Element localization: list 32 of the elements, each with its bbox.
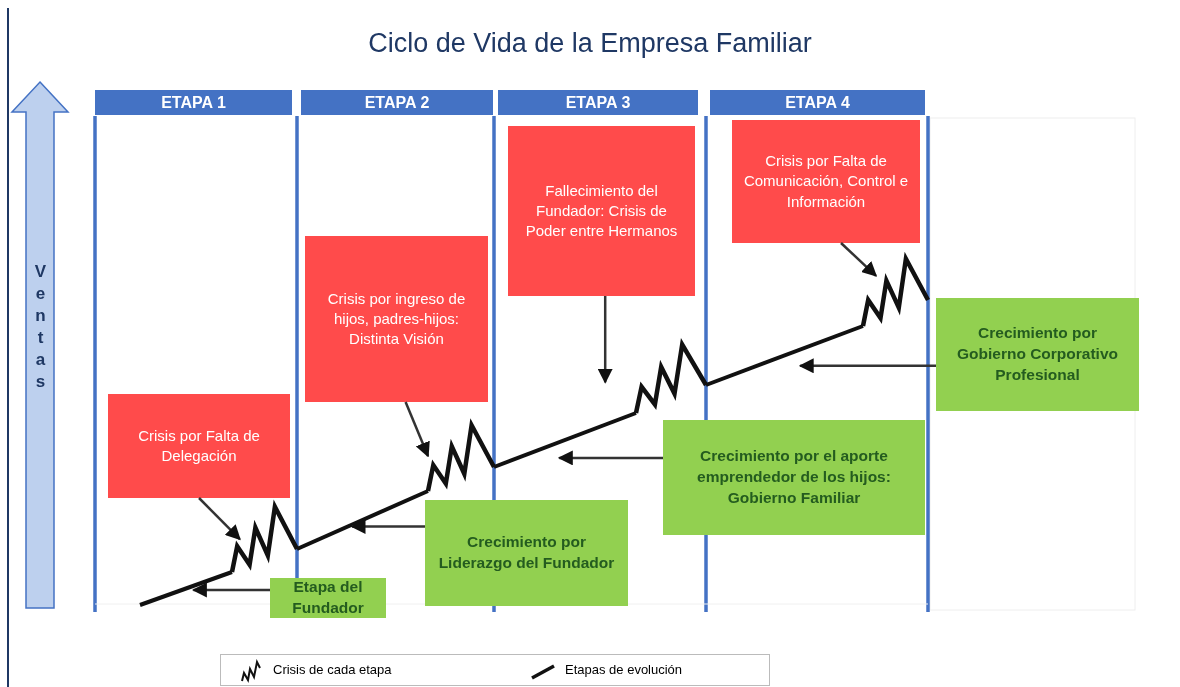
crisis-zigzag [860,251,930,327]
crisis-zigzag [633,337,708,414]
growth-line [296,489,429,551]
growth-box: Etapa del Fundador [270,578,386,618]
growth-line [705,324,864,387]
crisis-box: Fallecimiento del Fundador: Crisis de Poder entre Hermanos [508,126,695,296]
crisis-box: Crisis por ingreso de hijos, padres-hijos: Distinta Visión [305,236,488,402]
legend-label: Crisis de cada etapa [273,662,392,677]
crisis-box: Crisis por Falta de Comunicación, Control e Información [732,120,920,243]
arrow [404,401,430,458]
arrow [597,296,613,384]
arrow [798,358,936,374]
stage-header: ETAPA 4 [710,90,925,115]
crisis-zigzag [229,499,299,573]
stage-header: ETAPA 1 [95,90,292,115]
arrow [191,582,270,598]
legend-label: Etapas de evolución [565,662,683,677]
arrow [840,242,878,277]
growth-box: Crecimiento por Gobierno Corporativo Profesional [936,298,1139,411]
title: Ciclo de Vida de la Empresa Familiar [367,28,813,59]
growth-line [493,411,637,469]
arrow [198,497,241,541]
stage-header: ETAPA 2 [301,90,493,115]
stage-header: ETAPA 3 [498,90,698,115]
arrow [350,519,425,534]
crisis-zigzag [425,418,496,492]
growth-box: Crecimiento por Liderazgo del Fundador [425,500,628,606]
axis-label: Ventas [30,262,51,394]
crisis-box: Crisis por Falta de Delegación [108,394,290,498]
arrow [557,450,663,466]
growth-box: Crecimiento por el aporte emprendedor de los hijos: Gobierno Familiar [663,420,925,535]
growth-line [139,570,233,607]
